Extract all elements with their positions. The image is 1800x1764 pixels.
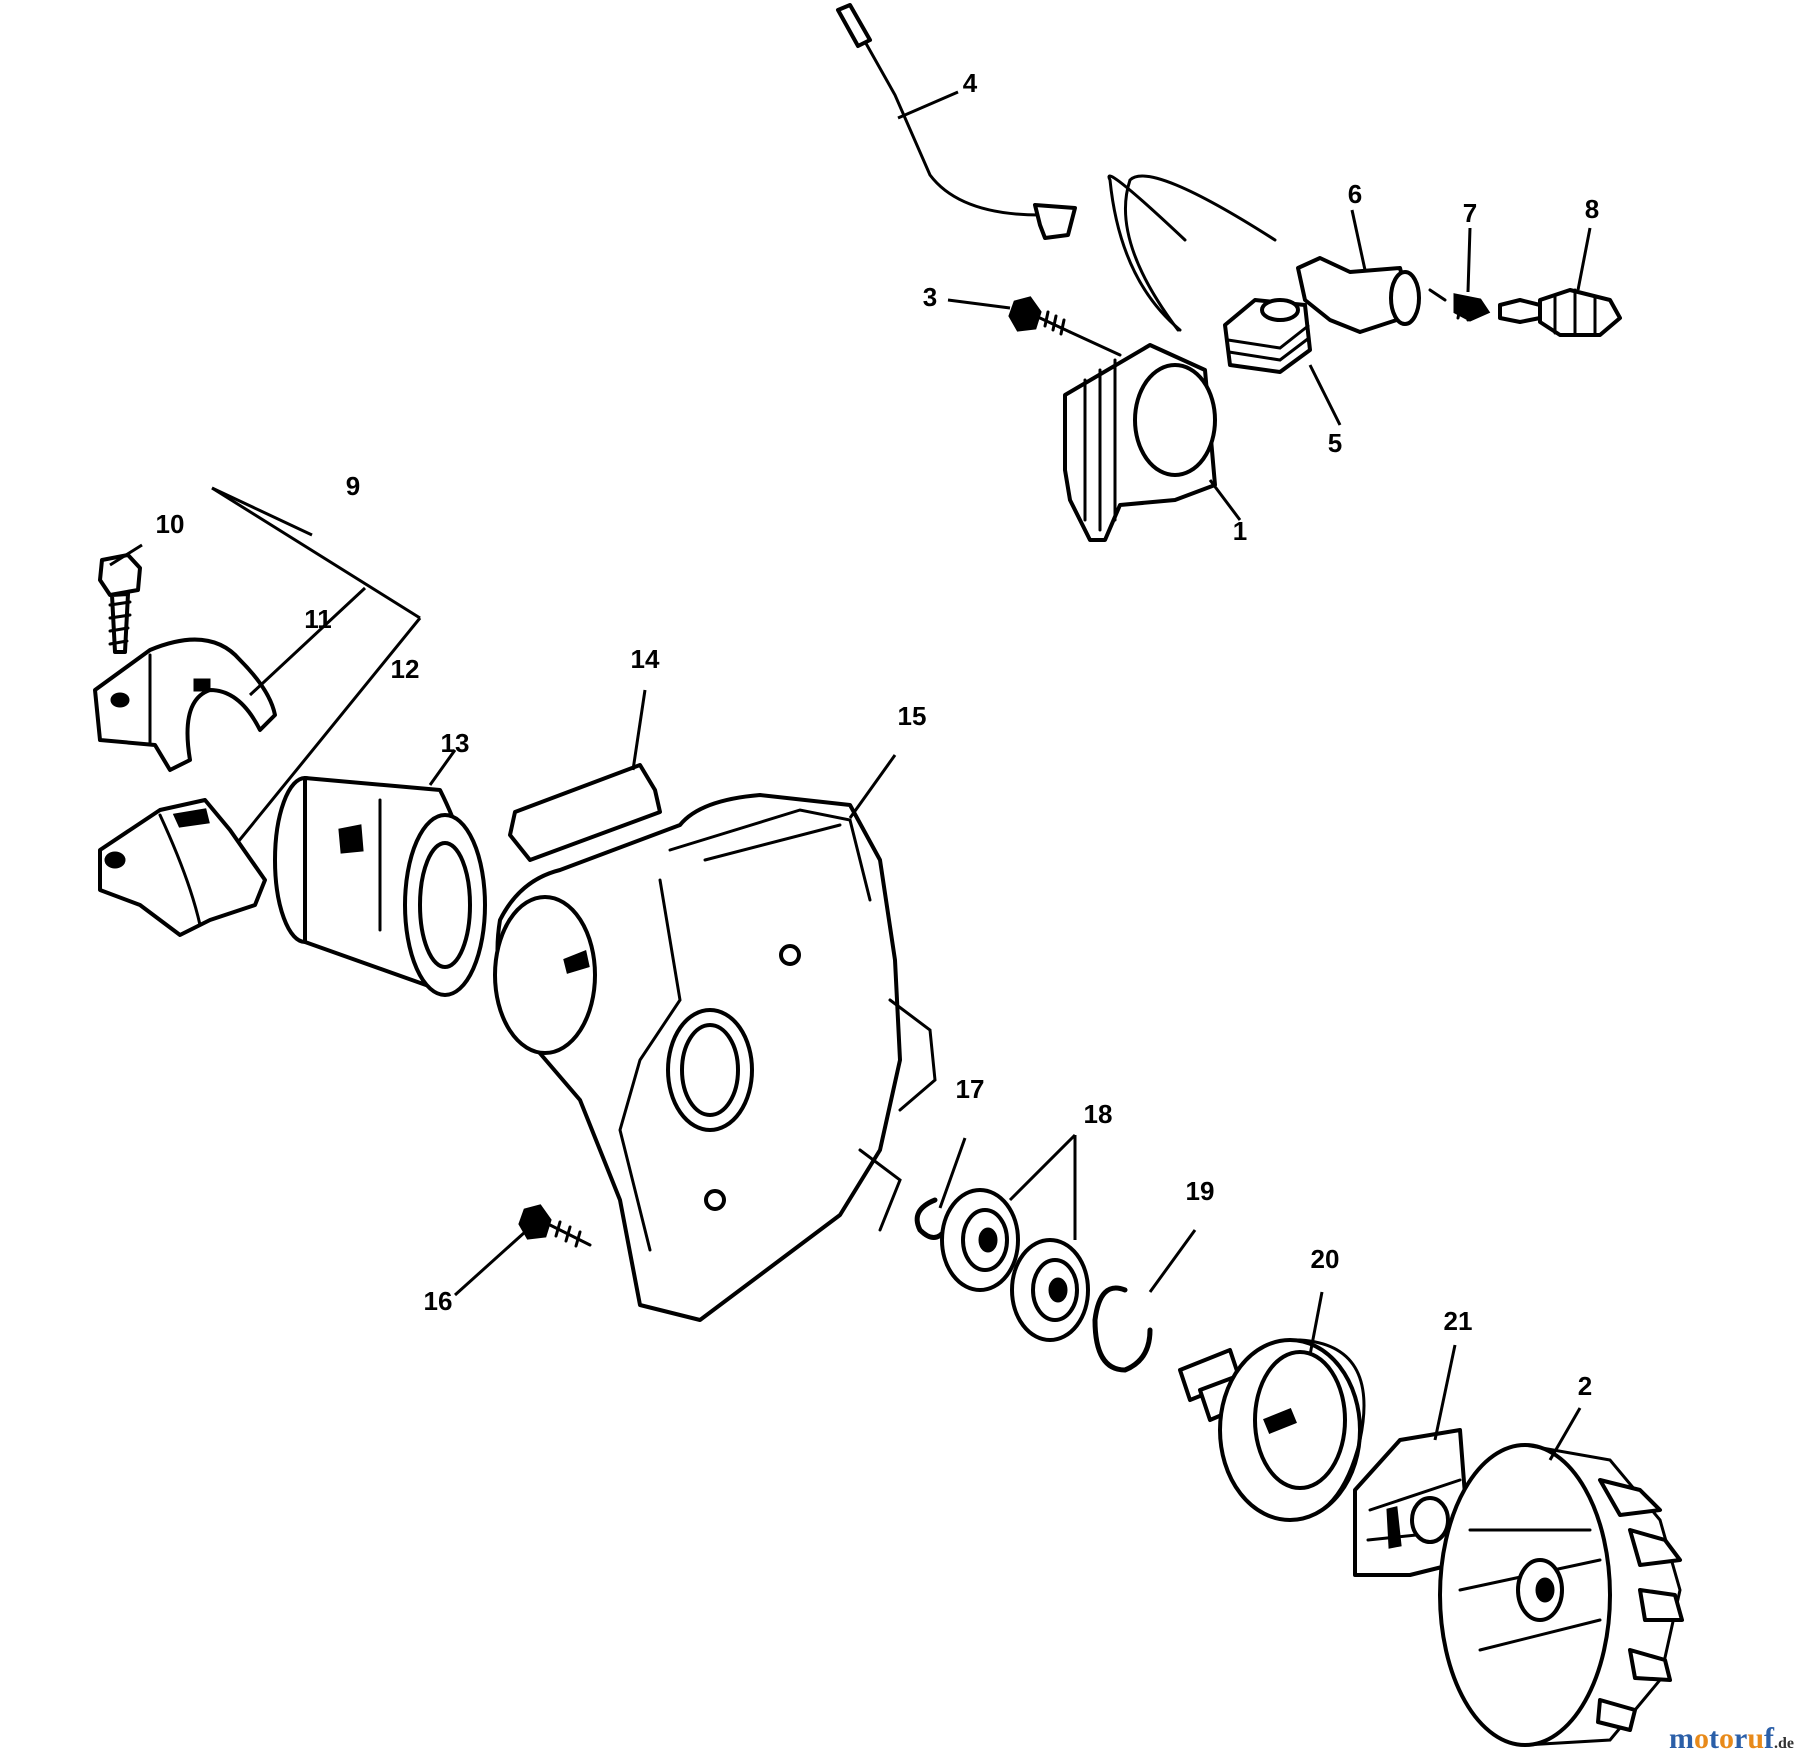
callout-18: 18 <box>1084 1099 1113 1129</box>
callout-16: 16 <box>424 1286 453 1316</box>
callout-20: 20 <box>1311 1244 1340 1274</box>
callout-6: 6 <box>1348 179 1362 209</box>
part-12-lower-clamp <box>98 798 267 937</box>
callout-19: 19 <box>1186 1176 1215 1206</box>
part-19-circlip <box>1092 1285 1153 1373</box>
callout-11: 11 <box>304 604 332 634</box>
part-7-spring-terminal <box>1428 288 1491 322</box>
part-15-fan-housing <box>493 793 937 1322</box>
part-4-ignition-wire <box>836 3 1077 240</box>
part-3-screw <box>1008 296 1122 357</box>
part-6-plug-cap <box>1296 256 1421 334</box>
callout-9: 9 <box>346 471 360 501</box>
watermark-brand: motoruf <box>1668 1722 1774 1755</box>
callout-12: 12 <box>391 654 420 684</box>
callout-8: 8 <box>1585 194 1599 224</box>
callout-2: 2 <box>1578 1371 1592 1401</box>
callout-17: 17 <box>956 1074 985 1104</box>
part-18-bearings <box>940 1188 1090 1342</box>
part-21-clutch-shoe <box>1353 1428 1472 1577</box>
part-17-snap-ring <box>914 1197 948 1240</box>
part-2-flywheel <box>1438 1443 1684 1747</box>
callout-21: 21 <box>1444 1306 1473 1336</box>
callout-13: 13 <box>441 728 470 758</box>
part-13-tube-sleeve <box>273 776 487 997</box>
callout-10: 10 <box>156 509 185 539</box>
callout-4: 4 <box>963 68 978 98</box>
part-11-upper-clamp <box>93 637 277 772</box>
part-10-bolt <box>98 553 142 654</box>
part-20-clutch-drum <box>1178 1338 1366 1522</box>
part-16-screw <box>518 1204 592 1248</box>
callout-1: 1 <box>1233 516 1247 546</box>
callout-5: 5 <box>1328 428 1342 458</box>
part-5-insulator <box>1223 298 1312 374</box>
callout-7: 7 <box>1463 198 1477 228</box>
part-14-label <box>508 763 662 862</box>
callout-14: 14 <box>631 644 660 674</box>
callout-15: 15 <box>898 701 927 731</box>
callout-3: 3 <box>923 282 937 312</box>
part-1-ignition-coil <box>1063 174 1277 542</box>
part-8-spark-plug <box>1498 288 1622 337</box>
callout-labels: 1 2 3 4 5 6 7 8 9 10 11 12 13 14 15 16 1… <box>156 68 1600 1401</box>
leader-lines <box>109 90 1592 1461</box>
motoruf-watermark: motoruf.de <box>1669 1722 1794 1756</box>
watermark-tld: .de <box>1774 1735 1794 1752</box>
